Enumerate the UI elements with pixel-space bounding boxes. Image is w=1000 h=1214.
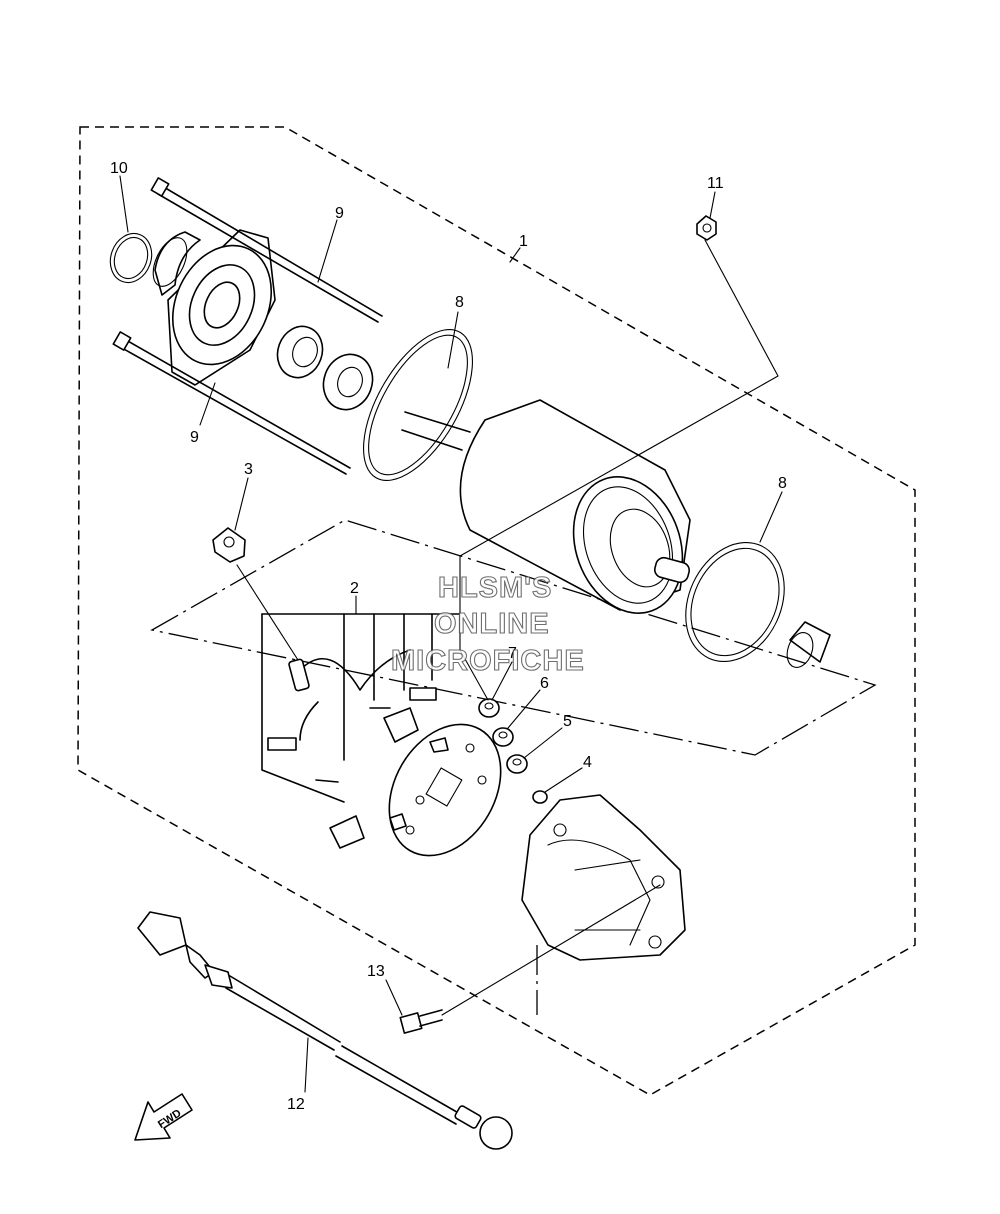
reference-plane-chainline — [150, 519, 877, 756]
washer-6 — [492, 727, 514, 747]
o-ring-large-lower — [685, 541, 785, 663]
callout-8-upper: 8 — [455, 294, 464, 311]
assembly-boundary-dashed — [77, 126, 916, 1096]
rear-cover — [521, 794, 686, 1015]
callout-5: 5 — [563, 713, 572, 730]
oil-seal — [322, 353, 374, 411]
callout-9-lower: 9 — [190, 429, 199, 446]
watermark-line-2: ONLINE — [434, 608, 550, 640]
forward-arrow-icon: FWD — [134, 1093, 193, 1141]
callout-3: 3 — [244, 461, 253, 478]
brush-plate — [388, 723, 502, 857]
callout-8-lower: 8 — [778, 475, 787, 492]
callout-4: 4 — [583, 754, 592, 771]
o-ring-large-upper — [363, 329, 473, 481]
leader-lines — [119, 175, 783, 1093]
callout-7: 7 — [508, 645, 517, 662]
o-ring-small — [109, 232, 153, 284]
o-ring-4 — [532, 790, 548, 804]
starter-yoke-armature — [401, 399, 691, 614]
starter-lead-wire — [137, 911, 513, 1150]
washer-5 — [506, 754, 528, 774]
callout-10: 10 — [110, 160, 128, 177]
nut — [696, 215, 717, 241]
mounting-bolt — [399, 884, 661, 1034]
callout-12: 12 — [287, 1096, 305, 1113]
callout-6: 6 — [540, 675, 549, 692]
through-bolt-upper — [150, 177, 383, 323]
washer-7 — [478, 698, 500, 718]
brush-holder-assembly — [261, 613, 461, 849]
callout-1: 1 — [519, 233, 528, 250]
callout-11: 11 — [707, 175, 724, 192]
front-cover-bracket — [152, 229, 276, 386]
front-bearing — [276, 325, 324, 379]
watermark-line-3: MICROFICHE — [391, 645, 585, 677]
callout-9-upper: 9 — [335, 205, 344, 222]
rear-bearing — [786, 621, 831, 668]
callout-13: 13 — [367, 963, 385, 980]
through-bolt-lower — [112, 331, 351, 475]
callout-2: 2 — [350, 580, 359, 597]
clamp-clip — [212, 527, 246, 563]
watermark-line-1: HLSM'S — [438, 572, 552, 604]
